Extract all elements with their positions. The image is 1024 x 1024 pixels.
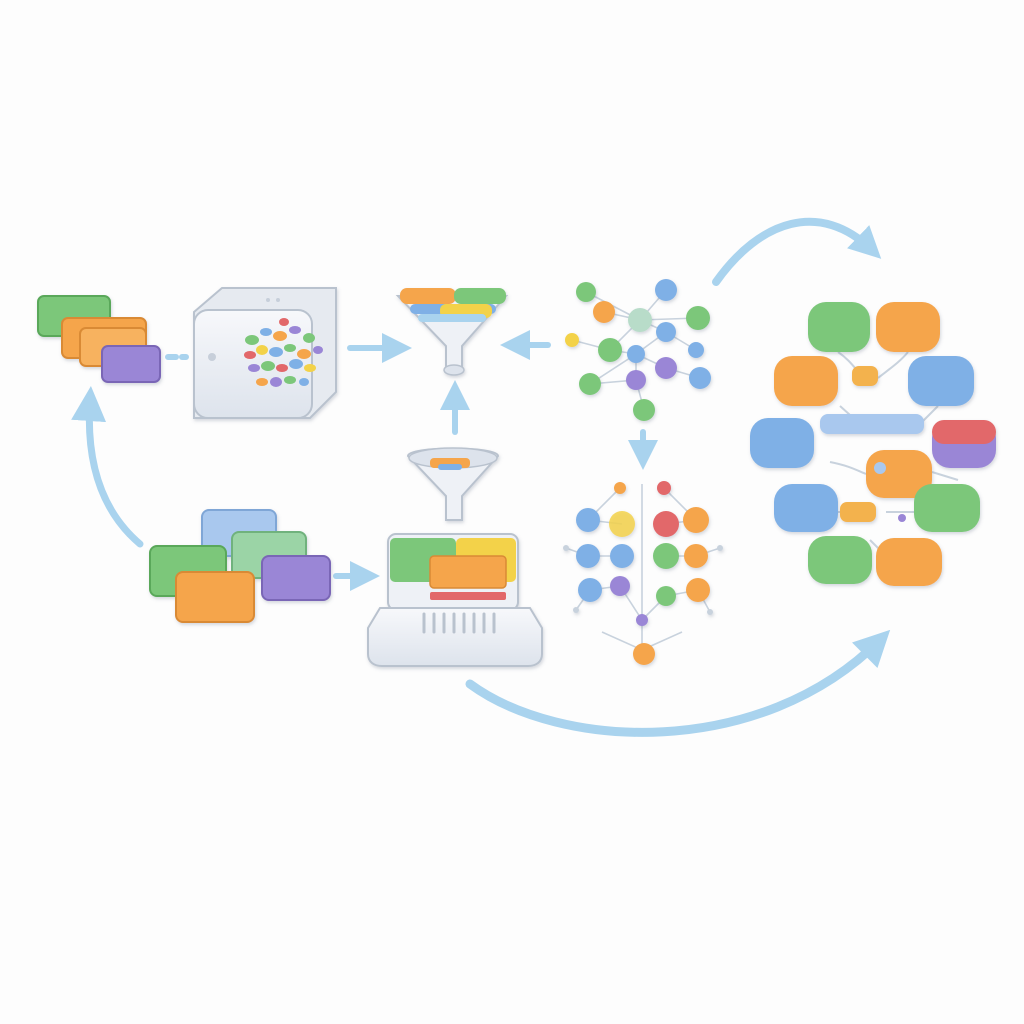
container-box-icon: [193, 287, 337, 419]
brain-cluster-icon: [750, 302, 996, 586]
card-cluster-icon: [149, 509, 331, 623]
flow-arrow-icon: [465, 629, 891, 737]
card-stack-icon: [37, 295, 161, 383]
box-particles: [244, 318, 323, 387]
flow-arrow-icon: [71, 386, 144, 548]
small-funnel-icon: [406, 447, 500, 521]
network-graph-icon: [565, 279, 711, 421]
flow-arrow-icon: [712, 217, 882, 286]
funnel-icon: [395, 288, 509, 376]
device-station-icon: [367, 533, 543, 667]
tree-graph-icon: [563, 481, 723, 665]
flow-arrows: [71, 217, 891, 737]
